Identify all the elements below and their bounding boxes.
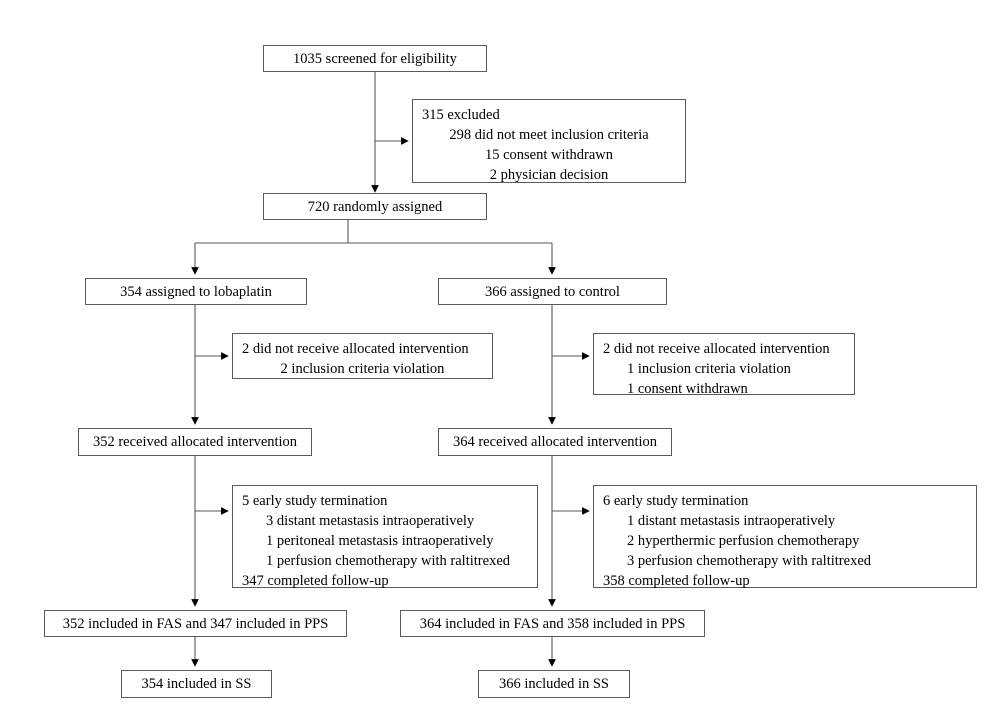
right-safety-label: 366 included in SS — [499, 676, 609, 692]
right-termination-item-2: 3 perfusion chemotherapy with raltitrexe… — [627, 553, 872, 569]
left-assigned-label: 354 assigned to lobaplatin — [120, 283, 272, 300]
randomized-label: 720 randomly assigned — [307, 198, 443, 215]
right-received-label: 364 received allocated intervention — [452, 434, 658, 450]
left-received-label: 352 received allocated intervention — [92, 434, 298, 450]
right-termination-item-1: 2 hyperthermic perfusion chemotherapy — [627, 533, 860, 549]
node-right-assigned-control: 366 assigned to control — [438, 278, 667, 305]
right-termination-head: 6 early study termination — [603, 493, 749, 509]
left-termination-item-1: 1 peritoneal metastasis intraoperatively — [266, 533, 494, 549]
right-not-received-item-1: 1 consent withdrawn — [627, 381, 748, 397]
left-not-received-item-0: 2 inclusion criteria violation — [280, 361, 445, 377]
right-termination-footer: 358 completed follow-up — [603, 573, 750, 589]
left-termination-item-0: 3 distant metastasis intraoperatively — [266, 513, 475, 529]
node-right-received-allocated-intervention: 364 received allocated intervention — [438, 428, 672, 456]
left-analysis-label: 352 included in FAS and 347 included in … — [62, 615, 329, 632]
screened-label: 1035 screened for eligibility — [293, 50, 457, 67]
right-termination-item-0: 1 distant metastasis intraoperatively — [627, 513, 836, 529]
node-left-analysis-fas-pps: 352 included in FAS and 347 included in … — [44, 610, 347, 637]
node-left-did-not-receive: 2 did not receive allocated intervention… — [232, 333, 493, 379]
node-left-received-allocated-intervention: 352 received allocated intervention — [78, 428, 312, 456]
left-not-received-head: 2 did not receive allocated intervention — [242, 341, 469, 357]
right-not-received-item-0: 1 inclusion criteria violation — [627, 361, 791, 377]
right-analysis-label: 364 included in FAS and 358 included in … — [419, 615, 686, 632]
node-randomly-assigned: 720 randomly assigned — [263, 193, 487, 220]
right-not-received-head: 2 did not receive allocated intervention — [603, 341, 830, 357]
node-right-safety-set: 366 included in SS — [478, 670, 630, 698]
excluded-item-0: 298 did not meet inclusion criteria — [449, 127, 649, 143]
right-assigned-label: 366 assigned to control — [485, 283, 620, 300]
node-right-analysis-fas-pps: 364 included in FAS and 358 included in … — [400, 610, 705, 637]
node-right-early-study-termination: 6 early study termination 1 distant meta… — [593, 485, 977, 589]
node-left-safety-set: 354 included in SS — [121, 670, 272, 698]
excluded-item-2: 2 physician decision — [489, 167, 609, 183]
left-safety-label: 354 included in SS — [141, 676, 252, 692]
excluded-head: 315 excluded — [422, 107, 500, 123]
left-termination-item-2: 1 perfusion chemotherapy with raltitrexe… — [266, 553, 511, 569]
node-left-assigned-lobaplatin: 354 assigned to lobaplatin — [85, 278, 307, 305]
left-termination-footer: 347 completed follow-up — [242, 573, 389, 589]
node-left-early-study-termination: 5 early study termination 3 distant meta… — [232, 485, 538, 589]
node-right-did-not-receive: 2 did not receive allocated intervention… — [593, 333, 855, 397]
node-excluded: 315 excluded 298 did not meet inclusion … — [412, 99, 686, 183]
excluded-item-1: 15 consent withdrawn — [484, 147, 614, 163]
left-termination-head: 5 early study termination — [242, 493, 388, 509]
node-screened-for-eligibility: 1035 screened for eligibility — [263, 45, 487, 72]
